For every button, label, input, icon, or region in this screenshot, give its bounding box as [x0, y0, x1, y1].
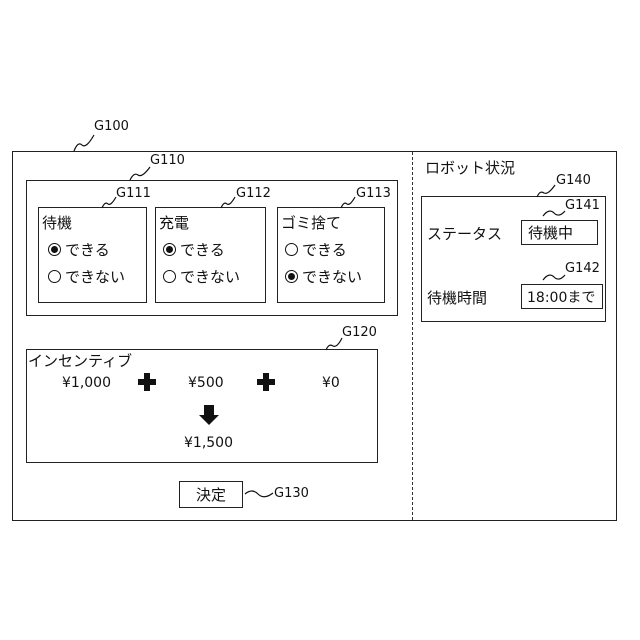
leader-g140 — [535, 183, 557, 199]
wait-time-label: 待機時間 — [427, 287, 487, 308]
incentive-total: ¥1,500 — [184, 435, 233, 451]
ref-g141: G141 — [565, 198, 600, 213]
ref-g140: G140 — [556, 173, 591, 188]
leader-g113 — [339, 195, 357, 209]
ref-g100: G100 — [94, 119, 129, 134]
radio-selected-icon[interactable] — [163, 243, 176, 256]
leader-g111 — [100, 195, 118, 209]
incentive-garbage: ¥0 — [322, 375, 340, 391]
standby-title: 待機 — [42, 212, 72, 233]
plus-icon — [138, 373, 156, 395]
wait-time-value: 18:00まで — [527, 287, 595, 307]
standby-option-no[interactable]: できない — [48, 266, 125, 287]
leader-g120 — [324, 336, 344, 352]
ref-g111: G111 — [116, 186, 151, 201]
ref-g142: G142 — [565, 261, 600, 276]
radio-unselected-icon[interactable] — [285, 243, 298, 256]
decide-button[interactable]: 決定 — [179, 481, 243, 508]
leader-g130 — [244, 486, 274, 502]
garbage-option-no[interactable]: できない — [285, 266, 362, 287]
garbage-disposal-title: ゴミ捨て — [281, 212, 341, 233]
radio-selected-icon[interactable] — [285, 270, 298, 283]
incentive-standby: ¥1,000 — [62, 375, 111, 391]
leader-g142 — [541, 270, 567, 284]
robot-status-title: ロボット状況 — [425, 157, 515, 178]
arrow-down-icon — [199, 405, 219, 429]
charge-title: 充電 — [159, 212, 189, 233]
radio-unselected-icon[interactable] — [163, 270, 176, 283]
leader-g100 — [72, 131, 96, 153]
status-value: 待機中 — [528, 222, 573, 243]
charge-option-no[interactable]: できない — [163, 266, 240, 287]
ref-g130: G130 — [274, 486, 309, 501]
ref-g120: G120 — [342, 325, 377, 340]
radio-selected-icon[interactable] — [48, 243, 61, 256]
leader-g112 — [219, 195, 237, 209]
standby-option-yes[interactable]: できる — [48, 239, 110, 260]
status-label: ステータス — [427, 223, 502, 244]
garbage-option-yes[interactable]: できる — [285, 239, 347, 260]
radio-unselected-icon[interactable] — [48, 270, 61, 283]
plus-icon — [257, 373, 275, 395]
ref-g112: G112 — [236, 186, 271, 201]
charge-option-yes[interactable]: できる — [163, 239, 225, 260]
incentive-charge: ¥500 — [188, 375, 224, 391]
incentive-title: インセンティブ — [28, 350, 132, 371]
ref-g110: G110 — [150, 153, 185, 168]
ref-g113: G113 — [356, 186, 391, 201]
leader-g141 — [541, 206, 567, 220]
panel-divider — [412, 152, 413, 520]
leader-g110 — [128, 164, 152, 182]
